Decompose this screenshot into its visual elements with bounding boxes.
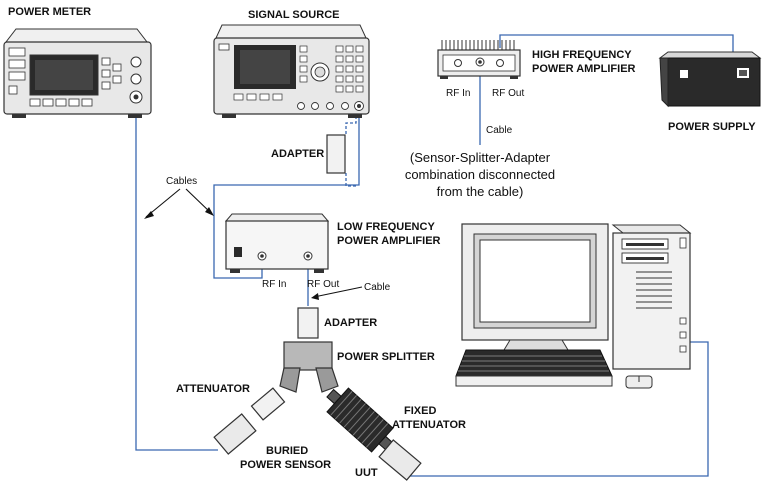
uut-sensor: [378, 439, 422, 481]
label-adapter-mid: ADAPTER: [324, 317, 378, 329]
label-signal-source: SIGNAL SOURCE: [248, 9, 340, 21]
label-hf-rf-out: RF Out: [492, 88, 525, 99]
label-fixed-att-line1: FIXED: [404, 405, 437, 417]
computer-monitor: [461, 223, 609, 351]
label-hf-rf-in: RF In: [446, 88, 471, 99]
power-meter: [3, 28, 152, 118]
note-line1: (Sensor-Splitter-Adapter: [409, 150, 551, 165]
label-power-supply: POWER SUPPLY: [668, 121, 756, 133]
attenuator: [250, 387, 286, 421]
signal-source: [213, 24, 370, 118]
note-line3: from the cable): [436, 184, 524, 199]
cable-source-to-lf-amp: [213, 116, 360, 279]
label-lf-rf-out: RF Out: [307, 279, 340, 290]
computer-tower: [611, 224, 692, 370]
label-hf-amp-line2: POWER AMPLIFIER: [532, 63, 636, 75]
hf-power-amplifier: [437, 40, 521, 79]
cables-arrowhead-left: [144, 211, 154, 219]
label-hf-amp-line1: HIGH FREQUENCY: [532, 49, 632, 61]
keyboard: [455, 349, 613, 387]
label-lf-cable: Cable: [364, 282, 391, 293]
label-hf-cable: Cable: [486, 125, 513, 136]
label-fixed-att-line2: ATTENUATOR: [392, 419, 466, 431]
label-cables: Cables: [166, 176, 198, 187]
lf-cable-arrow: [313, 286, 363, 298]
mouse: [625, 375, 653, 389]
label-lf-amp-line2: POWER AMPLIFIER: [337, 235, 441, 247]
note-line2: combination disconnected: [404, 167, 556, 182]
label-buried-line2: POWER SENSOR: [240, 459, 332, 471]
cable-hf-amp-to-supply: [499, 34, 734, 52]
label-lf-amp-line1: LOW FREQUENCY: [337, 221, 435, 233]
power-splitter: [279, 341, 339, 393]
lf-power-amplifier: [224, 213, 330, 273]
cable-power-meter-to-buried-sensor: [135, 104, 218, 451]
label-lf-rf-in: RF In: [262, 279, 287, 290]
power-supply: [658, 51, 762, 108]
cables-arrowhead-right: [205, 207, 214, 216]
fixed-attenuator: [326, 387, 394, 453]
label-adapter-top: ADAPTER: [271, 148, 325, 160]
label-power-splitter: POWER SPLITTER: [337, 351, 435, 363]
lf-cable-arrowhead: [311, 293, 319, 300]
label-attenuator: ATTENUATOR: [176, 383, 250, 395]
label-buried-line1: BURIED: [266, 445, 309, 457]
dashed-adapter-link: [345, 116, 357, 187]
buried-power-sensor: [213, 413, 257, 455]
adapter-mid: [297, 307, 319, 339]
adapter-top: [326, 134, 346, 174]
label-power-meter: POWER METER: [8, 6, 92, 18]
label-uut: UUT: [355, 467, 378, 479]
